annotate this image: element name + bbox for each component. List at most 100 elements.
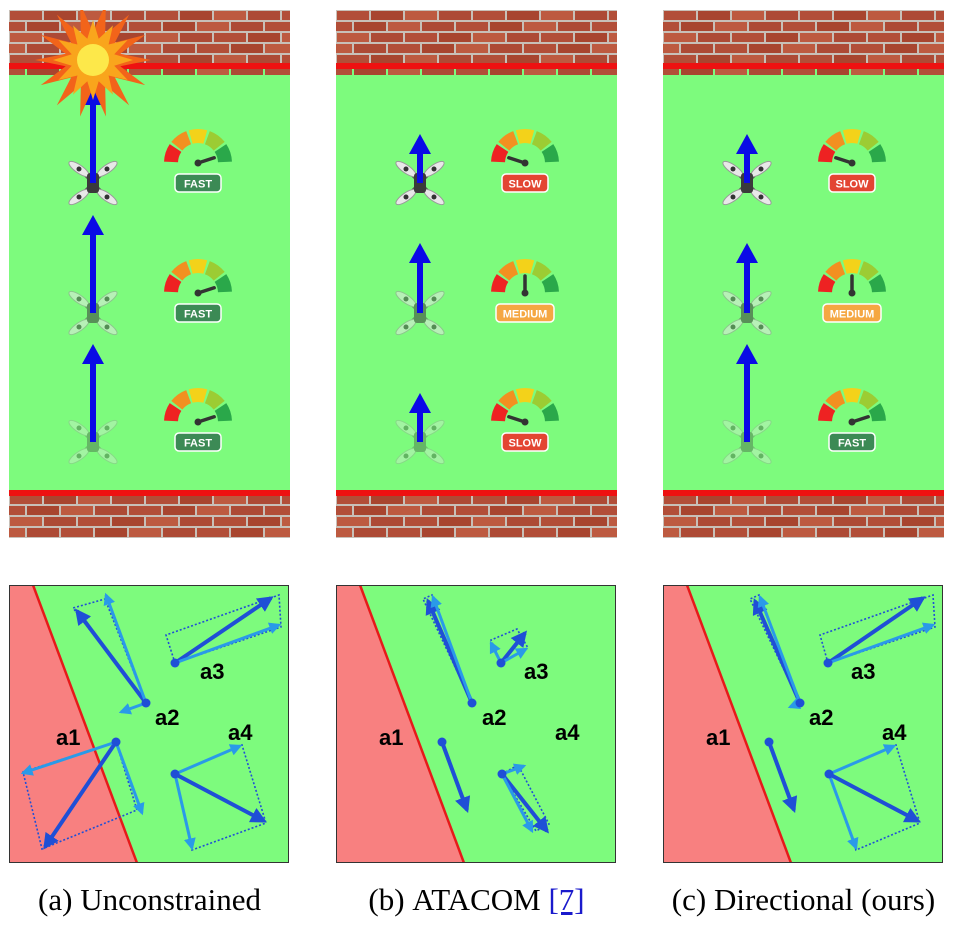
speed-badge [822,303,882,323]
agent-a1-marker [764,737,774,747]
constraint-boundary [358,585,466,863]
speed-label: SLOW [509,179,543,191]
speedometer-icon: MEDIUM [491,259,559,323]
speed-label: MEDIUM [830,309,875,321]
speed-label: MEDIUM [503,309,548,321]
caption-directional: (c) Directional (ours) [650,882,957,918]
speedometer-icon: SLOW [818,129,886,193]
speed-badge [174,432,222,452]
speed-label: FAST [184,179,212,191]
top-wall-line [9,63,290,69]
unsafe-region [663,585,791,863]
velocity-arrowhead [409,393,431,413]
scene-panel-unconstrained: FAST FAST FAST [9,10,290,538]
vector-a2-component [757,594,802,704]
agent-label-a2: a2 [809,705,833,730]
bottom-wall-line [336,490,617,496]
vector-a1-component [114,741,145,816]
speedometer-icon: FAST [818,388,886,452]
agent-a3-marker [823,658,833,668]
velocity-arrowhead [736,243,758,263]
speed-label: FAST [838,438,866,450]
vector-a3-action [499,630,527,665]
caption-unconstrained: (a) Unconstrained [9,882,290,918]
speed-label: FAST [184,438,212,450]
caption-text: ATACOM [412,882,549,917]
vector-a3-action [826,596,926,665]
caption-label: (a) [38,882,73,917]
speedometer-icon: SLOW [491,388,559,452]
vector-a4-component [827,773,859,851]
vector-a2-action [75,608,148,705]
unsafe-region [336,585,464,863]
speedometer-icon: MEDIUM [818,259,886,323]
vector-a4-action [828,772,921,823]
vector-a1-action [440,741,471,814]
agent-a4-marker [170,769,180,779]
agent-a3-marker [496,658,506,668]
speed-badge [495,303,555,323]
vector-a3-component [174,622,282,665]
agent-label-a4: a4 [555,720,580,745]
speedometer-icon: SLOW [491,129,559,193]
speedometer-icon: FAST [164,259,232,323]
vector-panel-unconstrained: a3 a2 a1 a4 [9,585,289,863]
drone-row: SLOW [395,129,559,206]
agent-a1-marker [111,737,121,747]
constraint-boundary [685,585,793,863]
vector-panel-directional: a3 a2 a1 a4 [663,585,943,863]
speed-label: FAST [184,309,212,321]
agent-label-a4: a4 [882,720,907,745]
velocity-arrowhead [736,134,758,154]
drone-row: FAST [68,85,232,206]
drone-row: FAST [722,344,886,465]
speedometer-icon: FAST [164,129,232,193]
collision-explosion-icon [35,10,151,117]
top-wall-line [336,63,617,69]
velocity-arrowhead [736,344,758,364]
agent-a4-marker [497,769,507,779]
vector-panel-atacom: a3 a2 a1 a4 [336,585,616,863]
citation-link[interactable]: [7] [548,882,585,917]
speed-badge [501,173,549,193]
caption-atacom: (b) ATACOM [7] [336,882,617,918]
scene-panel-directional: SLOW MEDIUM FAST [663,10,944,538]
velocity-arrowhead [82,215,104,235]
speed-badge [174,303,222,323]
vector-a3-component [500,647,529,665]
speed-label: SLOW [836,179,870,191]
top-wall-line [663,63,944,69]
speed-badge [828,432,876,452]
agent-label-a3: a3 [524,659,548,684]
vector-a2-component [103,592,148,704]
speed-badge [174,173,222,193]
agent-label-a3: a3 [200,659,224,684]
vector-a4-component [828,744,897,776]
agent-label-a4: a4 [228,720,253,745]
bottom-wall-line [663,490,944,496]
agent-a2-marker [795,698,805,708]
agent-label-a2: a2 [155,705,179,730]
agent-label-a2: a2 [482,705,506,730]
drone-row: FAST [68,344,232,465]
vector-a1-action [767,741,798,814]
drone-row: FAST [68,215,232,336]
agent-a2-marker [467,698,477,708]
vector-a4-component [174,744,243,776]
agent-a3-marker [170,658,180,668]
scene-panel-atacom: SLOW MEDIUM SLOW [336,10,617,538]
speed-label: SLOW [509,438,543,450]
caption-text: Directional (ours) [713,882,936,917]
agent-a1-marker [437,737,447,747]
agent-label-a3: a3 [851,659,875,684]
vector-a3-component [827,622,936,665]
caption-label: (c) [671,882,707,917]
velocity-arrowhead [82,344,104,364]
vector-a4-component [173,773,196,851]
agent-label-a1: a1 [56,725,80,750]
drone-row: MEDIUM [722,243,886,336]
bottom-wall-line [9,490,290,496]
drone-row: SLOW [395,388,559,465]
speedometer-icon: FAST [164,388,232,452]
vector-a4-action [500,772,549,834]
